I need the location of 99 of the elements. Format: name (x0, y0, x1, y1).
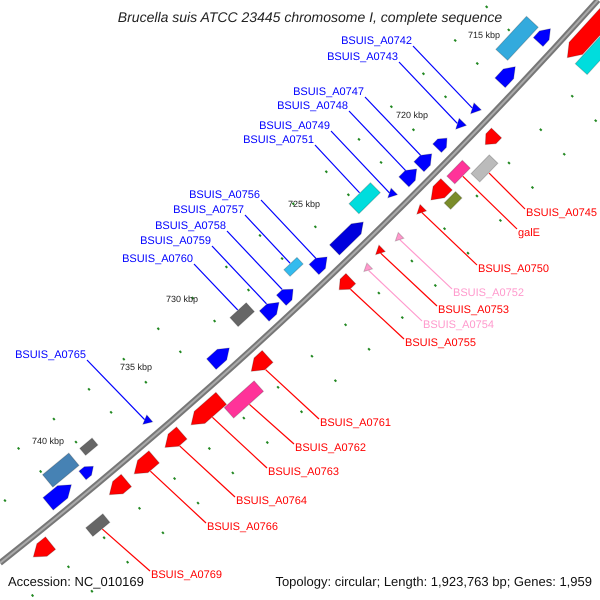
accession-label: Accession: NC_010169 (8, 574, 144, 589)
gene-block (338, 272, 356, 290)
leader-line (398, 62, 458, 124)
gene-box (348, 182, 381, 214)
leader-line (462, 176, 518, 230)
gene-box (283, 256, 304, 278)
leader-line (212, 416, 268, 468)
gene-label: BSUIS_A0754 (423, 319, 494, 332)
leader-line (194, 264, 238, 310)
leader-line (488, 172, 526, 210)
gene-block (78, 466, 94, 480)
leader-line (421, 212, 478, 266)
leader-line (150, 470, 206, 524)
leader-line (179, 446, 236, 498)
gene-block (398, 168, 418, 188)
leader-line (364, 96, 421, 156)
gene-label: BSUIS_A0763 (268, 466, 339, 479)
leader-line (265, 369, 320, 420)
sequence-info: Topology: circular; Length: 1,923,763 bp; Genes: 1,959 (275, 574, 592, 589)
gene-block (308, 256, 328, 276)
gene-block (190, 392, 228, 426)
gene-label: BSUIS_A0750 (478, 263, 549, 276)
gene-label: BSUIS_A0748 (277, 100, 348, 113)
gene-triangle (387, 187, 398, 199)
gene-label: BSUIS_A0742 (341, 35, 412, 48)
gene-triangle (142, 414, 154, 426)
scale-label: 730 kbp (166, 294, 198, 304)
leader-line (348, 110, 406, 171)
gene-block (494, 66, 516, 88)
gene-block (258, 302, 280, 322)
gene-block (328, 221, 364, 256)
gene-box (42, 452, 80, 488)
scale-label: 715 kbp (468, 30, 500, 40)
leader-line (249, 404, 294, 444)
leader-line (380, 252, 438, 306)
gene-label: BSUIS_A0751 (243, 134, 314, 147)
gene-block (250, 350, 274, 372)
gene-triangle (470, 102, 482, 114)
gene-block (42, 484, 72, 511)
scale-label: 740 kbp (32, 436, 64, 446)
leader-line (244, 214, 291, 264)
gene-triangle (416, 204, 428, 215)
gene-triangle (374, 244, 386, 256)
gene-box (229, 302, 256, 328)
gene-label: BSUIS_A0760 (122, 253, 193, 266)
gene-label: BSUIS_A0756 (189, 189, 260, 202)
gene-triangle (455, 118, 468, 130)
gene-label: BSUIS_A0762 (295, 442, 366, 455)
gene-triangle (394, 232, 405, 242)
gene-label: BSUIS_A0753 (438, 304, 509, 317)
gene-label: BSUIS_A0749 (259, 120, 330, 133)
gene-label: BSUIS_A0745 (526, 207, 597, 220)
map-title: Brucella suis ATCC 23445 chromosome I, complete sequence (116, 9, 504, 25)
leader-line (212, 246, 267, 304)
gene-box (444, 190, 463, 210)
gene-block (134, 450, 160, 474)
gene-label: BSUIS_A0759 (140, 235, 211, 248)
leader-line (86, 360, 145, 420)
gene-label: galE (518, 227, 540, 240)
scale-label: 735 kbp (120, 362, 152, 372)
gene-block (532, 28, 551, 48)
leader-line (330, 130, 390, 194)
gene-block (430, 178, 453, 201)
gene-label: BSUIS_A0761 (320, 417, 391, 430)
gene-label: BSUIS_A0743 (327, 51, 398, 64)
leader-line (350, 288, 404, 340)
gene-block (484, 127, 502, 146)
leader-line (368, 270, 422, 322)
gene-label: BSUIS_A0764 (236, 495, 307, 508)
scale-label: 720 kbp (396, 110, 428, 120)
leader-line (102, 528, 150, 572)
gene-box (85, 513, 111, 538)
leader-line (314, 144, 360, 194)
gene-label: BSUIS_A0758 (155, 220, 226, 233)
scale-label: 725 kbp (288, 199, 320, 209)
leader-line (226, 230, 282, 290)
gene-box (446, 160, 471, 184)
gene-block (108, 474, 132, 496)
gene-label: BSUIS_A0752 (453, 287, 524, 300)
gene-label: BSUIS_A0765 (15, 349, 86, 362)
gene-box (79, 437, 99, 456)
leader-line (260, 200, 316, 259)
gene-block (566, 6, 600, 58)
gene-block (413, 153, 432, 172)
gene-block (206, 347, 230, 370)
gene-label: BSUIS_A0755 (405, 337, 476, 350)
gene-block (164, 426, 188, 448)
gene-label: BSUIS_A0769 (151, 569, 222, 582)
gene-box (470, 154, 499, 183)
leader-line (400, 239, 452, 290)
gene-label: BSUIS_A0747 (293, 86, 364, 99)
gene-block (32, 536, 56, 558)
gene-block (432, 138, 448, 154)
gene-label: BSUIS_A0766 (207, 521, 278, 534)
gene-box (224, 380, 264, 419)
leader-line (412, 46, 472, 108)
gene-block (276, 288, 294, 306)
gene-label: BSUIS_A0757 (173, 204, 244, 217)
gene-triangle (363, 262, 374, 272)
